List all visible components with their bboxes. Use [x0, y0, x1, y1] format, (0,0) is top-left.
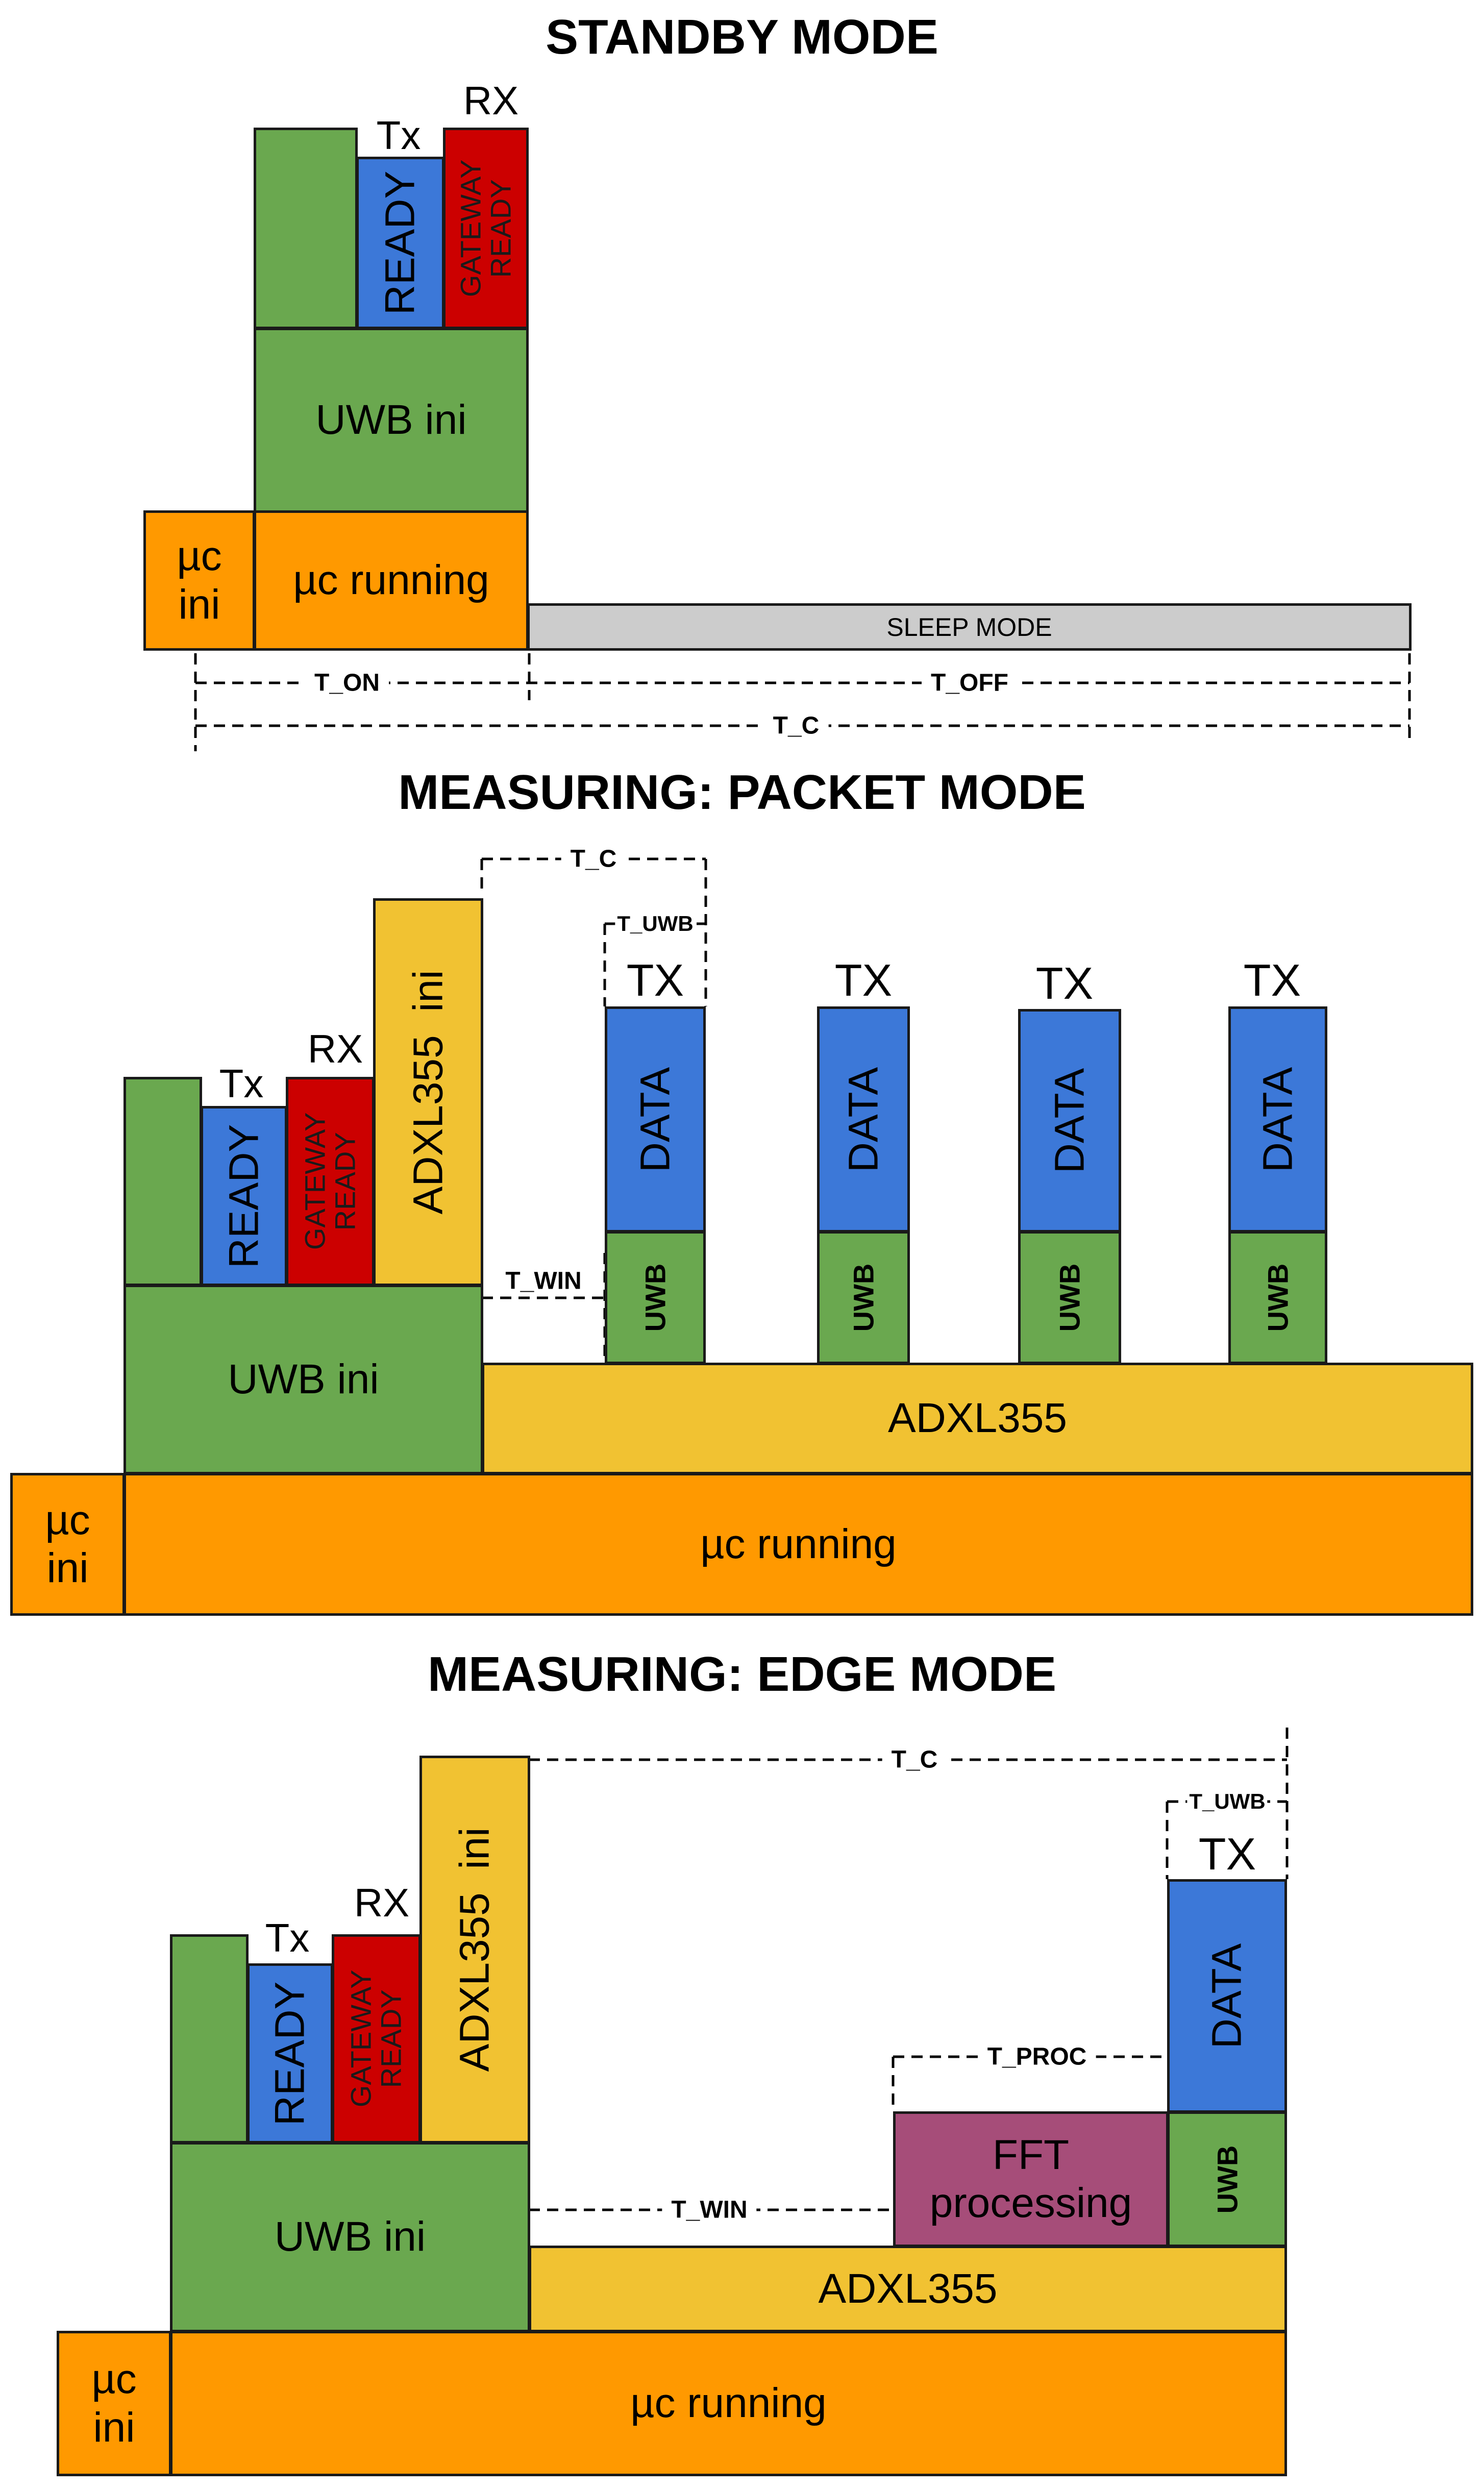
packet-1-data-text: DATA — [632, 1067, 678, 1172]
standby-uc-running-block: µc running — [254, 510, 529, 651]
edge-adxl355-block: ADXL355 — [529, 2246, 1287, 2332]
edge-tx-label: Tx — [265, 1915, 310, 1960]
standby-uc-running-text: µc running — [293, 557, 489, 604]
packet-uc-running-block: µc running — [123, 1473, 1473, 1616]
packet-4-tx-label: TX — [1243, 955, 1301, 1005]
packet-tx-label: Tx — [219, 1061, 264, 1106]
packet-4-uwb-block: UWB — [1228, 1231, 1327, 1364]
packet-green-block — [123, 1077, 202, 1286]
edge-ready-text: READY — [266, 1981, 313, 2126]
standby-gateway-ready-text: GATEWAY READY — [454, 159, 516, 297]
standby-t-on-label: T_ON — [305, 669, 389, 697]
packet-4-data-text: DATA — [1254, 1067, 1301, 1172]
packet-t-uwb-label: T_UWB — [615, 911, 696, 936]
standby-rx-label: RX — [463, 78, 519, 123]
edge-fft-processing-block: FFT processing — [893, 2111, 1169, 2247]
edge-t-uwb-label: T_UWB — [1187, 1789, 1268, 1814]
packet-4-uwb-text: UWB — [1262, 1263, 1294, 1332]
packet-uc-running-text: µc running — [700, 1520, 897, 1567]
edge-gateway-ready-text: GATEWAY READY — [344, 1969, 407, 2108]
edge-green-block — [170, 1934, 249, 2143]
standby-uc-ini-text: µc ini — [177, 533, 222, 628]
edge-adxl-ini-block: ADXL355 ini — [419, 1756, 530, 2143]
edge-rx-label: RX — [354, 1880, 410, 1925]
standby-ready-block: READY — [356, 157, 444, 329]
packet-1-uwb-block: UWB — [605, 1231, 706, 1364]
packet-1-data-block: DATA — [605, 1006, 706, 1233]
edge-gateway-ready-block: GATEWAY READY — [332, 1934, 421, 2143]
packet-3-uwb-text: UWB — [1053, 1263, 1086, 1332]
edge-title: MEASURING: EDGE MODE — [427, 1647, 1057, 1702]
packet-title: MEASURING: PACKET MODE — [398, 765, 1086, 820]
packet-ready-text: READY — [220, 1124, 267, 1268]
standby-t-c-label: T_C — [763, 711, 829, 740]
standby-green-block — [254, 128, 358, 329]
edge-t-win-label: T_WIN — [662, 2196, 757, 2224]
edge-uc-ini-block: µc ini — [57, 2331, 171, 2476]
standby-ready-text: READY — [377, 170, 424, 315]
packet-2-tx-label: TX — [834, 955, 893, 1005]
edge-uc-running-block: µc running — [170, 2331, 1287, 2476]
edge-fft-processing-text: FFT processing — [929, 2131, 1132, 2226]
edge-adxl355-text: ADXL355 — [818, 2265, 998, 2312]
edge-data-text: DATA — [1203, 1943, 1250, 2049]
standby-t-off-label: T_OFF — [922, 669, 1018, 697]
packet-3-data-block: DATA — [1018, 1009, 1121, 1233]
standby-gateway-ready-block: GATEWAY READY — [443, 128, 529, 329]
packet-3-uwb-block: UWB — [1018, 1231, 1121, 1364]
packet-gateway-ready-block: GATEWAY READY — [286, 1077, 375, 1286]
standby-title: STANDBY MODE — [546, 10, 938, 64]
edge-uwb-block: UWB — [1167, 2111, 1287, 2247]
edge-uwb-ini-block: UWB ini — [170, 2142, 530, 2332]
packet-adxl355-block: ADXL355 — [482, 1363, 1473, 1474]
standby-sleep-mode-text: SLEEP MODE — [886, 612, 1052, 642]
packet-2-data-block: DATA — [817, 1006, 910, 1233]
packet-2-data-text: DATA — [840, 1067, 886, 1172]
edge-data-block: DATA — [1167, 1879, 1287, 2113]
packet-1-tx-label: TX — [626, 955, 684, 1005]
edge-tx-top-label: TX — [1198, 1829, 1256, 1879]
standby-uc-ini-block: µc ini — [143, 510, 255, 651]
standby-tx-label: Tx — [376, 113, 421, 158]
packet-2-uwb-block: UWB — [817, 1231, 910, 1364]
packet-4-data-block: DATA — [1228, 1006, 1327, 1233]
packet-adxl-ini-text: ADXL355 ini — [405, 970, 452, 1215]
edge-uwb-ini-text: UWB ini — [274, 2213, 426, 2260]
packet-2-uwb-text: UWB — [847, 1263, 880, 1332]
edge-t-proc-label: T_PROC — [978, 2042, 1096, 2071]
edge-uc-ini-text: µc ini — [91, 2356, 137, 2451]
standby-uwb-ini-block: UWB ini — [254, 328, 529, 513]
edge-adxl-ini-text: ADXL355 ini — [451, 1827, 498, 2072]
packet-t-win-label: T_WIN — [505, 1267, 582, 1295]
packet-uwb-ini-text: UWB ini — [228, 1356, 379, 1402]
packet-ready-block: READY — [201, 1106, 287, 1286]
edge-uc-running-text: µc running — [630, 2380, 827, 2427]
edge-uwb-text: UWB — [1211, 2145, 1243, 2213]
packet-uc-ini-text: µc ini — [45, 1496, 90, 1591]
standby-sleep-mode-block: SLEEP MODE — [527, 603, 1412, 651]
edge-ready-block: READY — [247, 1963, 333, 2143]
packet-adxl355-text: ADXL355 — [887, 1395, 1068, 1442]
edge-t-c-label: T_C — [882, 1745, 947, 1774]
packet-1-uwb-text: UWB — [639, 1263, 672, 1332]
packet-uc-ini-block: µc ini — [10, 1473, 125, 1616]
packet-uwb-ini-block: UWB ini — [123, 1285, 483, 1474]
packet-gateway-ready-text: GATEWAY READY — [299, 1112, 361, 1250]
packet-t-c-label: T_C — [561, 845, 626, 873]
packet-3-data-text: DATA — [1046, 1068, 1093, 1174]
packet-rx-label: RX — [307, 1026, 363, 1071]
packet-adxl-ini-block: ADXL355 ini — [373, 898, 483, 1286]
standby-uwb-ini-text: UWB ini — [315, 397, 467, 443]
packet-3-tx-label: TX — [1035, 958, 1094, 1008]
